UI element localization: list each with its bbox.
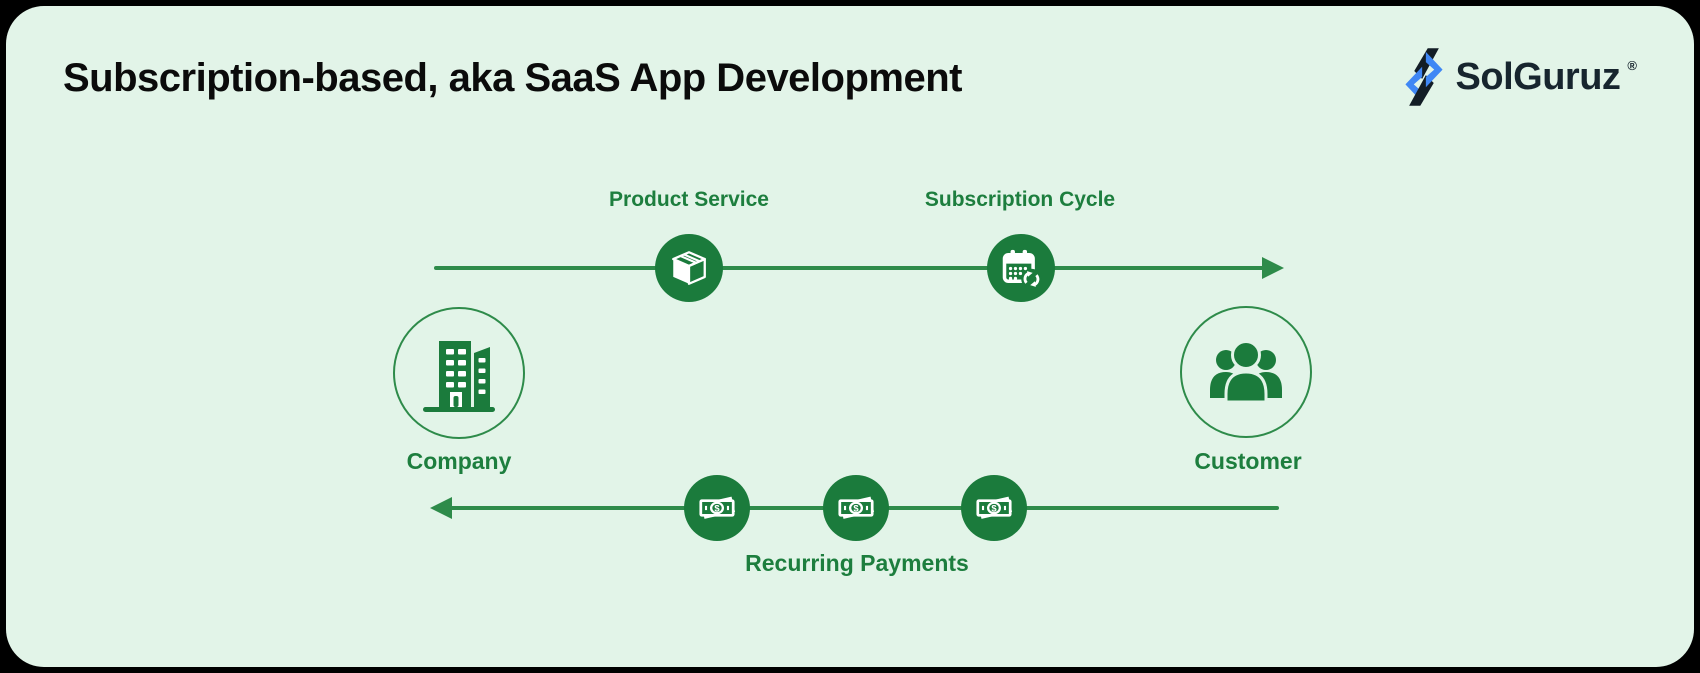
people-group-icon — [1210, 340, 1282, 404]
subscription-flow-diagram: Product Service Subscription Cycle — [6, 6, 1694, 667]
payment-node: $ — [684, 475, 750, 541]
calendar-refresh-icon — [1002, 249, 1042, 290]
payment-node: $ — [823, 475, 889, 541]
company-label: Company — [406, 448, 512, 474]
recurring-payments-label: Recurring Payments — [745, 550, 969, 576]
infographic-card: Subscription-based, aka SaaS App Develop… — [6, 6, 1694, 667]
banknote-icon: $ — [699, 496, 736, 519]
banknote-icon: $ — [976, 496, 1013, 519]
dollar-sign: $ — [714, 502, 720, 513]
product-service-label: Product Service — [609, 188, 769, 211]
bottom-flow-arrowhead-left — [430, 497, 452, 519]
customer-node — [1180, 306, 1312, 438]
customer-label: Customer — [1194, 448, 1302, 474]
top-flow-arrowhead-right — [1262, 257, 1284, 279]
payment-node: $ — [961, 475, 1027, 541]
banknote-icon: $ — [838, 496, 875, 519]
package-box-icon — [672, 251, 706, 285]
company-node — [393, 307, 525, 439]
dollar-sign: $ — [853, 502, 859, 513]
solguruz-logo: SolGuruz ® — [1398, 48, 1637, 106]
top-flow-line — [434, 266, 1270, 270]
subscription-cycle-label: Subscription Cycle — [924, 188, 1116, 211]
dollar-sign: $ — [991, 502, 997, 513]
subscription-cycle-node — [987, 234, 1055, 302]
product-service-node — [655, 234, 723, 302]
page-title: Subscription-based, aka SaaS App Develop… — [63, 56, 962, 100]
registered-trademark-symbol: ® — [1627, 57, 1637, 73]
logo-wordmark: SolGuruz — [1455, 56, 1621, 98]
building-icon — [423, 341, 495, 412]
solguruz-bolt-icon — [1404, 48, 1443, 106]
